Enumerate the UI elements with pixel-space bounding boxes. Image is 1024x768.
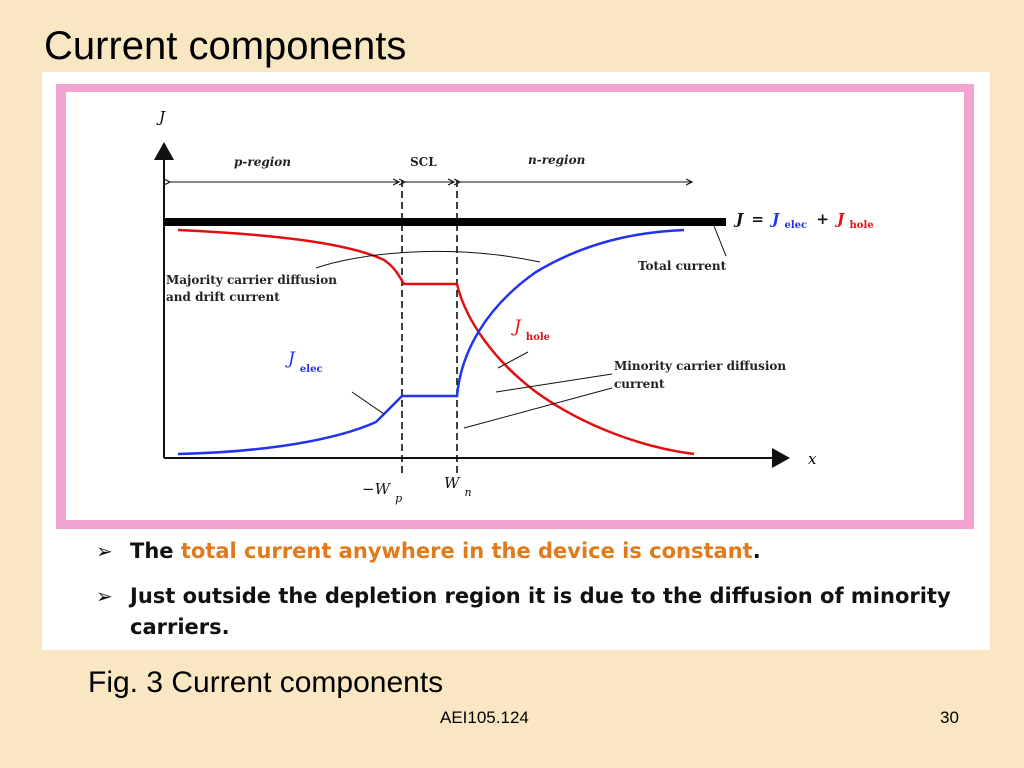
- page-number: 30: [940, 708, 959, 727]
- bullet-item: ➢ The total current anywhere in the devi…: [96, 536, 976, 567]
- footer-course-code: AEI105.124: [440, 708, 529, 727]
- bullet-highlight: total current anywhere in the device is …: [180, 539, 753, 563]
- p-region-label: p-region: [234, 155, 291, 169]
- total-current-label: Total current: [638, 259, 727, 273]
- figure-caption: Fig. 3 Current components: [88, 666, 444, 699]
- total-current-bar: [164, 218, 726, 226]
- minority-label-line-1: Minority carrier diffusion: [614, 359, 786, 373]
- current-components-diagram: J x p-region SCL n-region J = J elec: [66, 92, 964, 520]
- scl-label: SCL: [410, 155, 437, 169]
- bullet-list: ➢ The total current anywhere in the devi…: [96, 536, 976, 657]
- jelec-leader: [351, 391, 385, 415]
- minority-leader-2: [463, 387, 613, 429]
- wp-mark: −W p: [362, 479, 402, 505]
- jhole-label: J hole: [511, 317, 550, 343]
- wn-mark: W n: [444, 473, 472, 499]
- electron-current-curve: [177, 228, 685, 456]
- axis-y-label: J: [156, 108, 166, 126]
- arrow-bullet-icon: ➢: [96, 584, 113, 608]
- total-current-equation: J = J elec + J hole: [733, 210, 874, 232]
- bullet-lead: Just outside the depletion region it is …: [130, 584, 951, 639]
- slide-title: Current components: [44, 24, 407, 68]
- total-leader: [713, 225, 727, 257]
- hole-current-curve: [177, 228, 695, 456]
- n-region-label: n-region: [528, 153, 585, 167]
- jhole-leader: [497, 351, 529, 369]
- arrow-bullet-icon: ➢: [96, 539, 113, 563]
- bullet-item: ➢ Just outside the depletion region it i…: [96, 581, 976, 643]
- majority-leader: [315, 250, 541, 269]
- bullet-lead: The: [130, 539, 181, 563]
- bullet-tail: .: [752, 539, 761, 563]
- jelec-label: J elec: [285, 349, 323, 375]
- majority-label-line-2: and drift current: [166, 290, 280, 304]
- axis-x-label: x: [808, 450, 817, 468]
- majority-label-line-1: Majority carrier diffusion: [166, 273, 337, 287]
- minority-leader-1: [495, 373, 613, 393]
- minority-label-line-2: current: [614, 377, 665, 391]
